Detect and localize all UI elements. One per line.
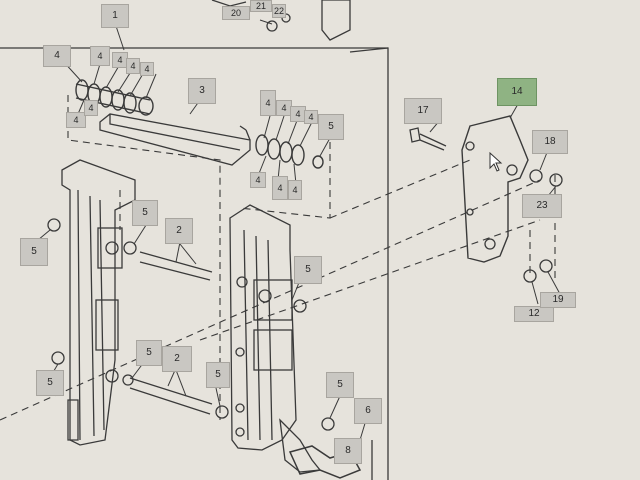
threaded-pins [129,251,213,415]
callout-part-22[interactable]: 22 [272,4,286,18]
callout-part-4[interactable]: 4 [272,176,288,200]
callout-part-5[interactable]: 5 [294,256,322,284]
callout-part-2[interactable]: 2 [162,346,192,372]
callout-part-4[interactable]: 4 [260,90,276,116]
callout-part-17[interactable]: 17 [404,98,442,124]
frame-outline [0,47,389,480]
callout-part-5[interactable]: 5 [132,200,158,226]
callout-part-4[interactable]: 4 [250,172,266,188]
callout-part-19[interactable]: 19 [540,292,576,308]
callout-part-5[interactable]: 5 [36,370,64,396]
callout-part-2[interactable]: 2 [165,218,193,244]
top-bracket [321,0,351,41]
callout-part-8[interactable]: 8 [334,438,362,464]
mouse-pointer-icon [489,152,503,172]
assembly-dashed-lines [0,95,556,421]
callout-part-23[interactable]: 23 [522,194,562,218]
callout-part-4[interactable]: 4 [90,46,110,66]
callout-part-4[interactable]: 4 [140,62,154,76]
callout-part-3[interactable]: 3 [188,78,216,104]
callout-part-12[interactable]: 12 [514,306,554,322]
callout-leaders [37,19,561,441]
guide-bar [99,113,251,166]
callout-part-20[interactable]: 20 [222,6,250,20]
frame-bottom-line [349,47,389,53]
callout-part-14[interactable]: 14 [497,78,537,106]
spring-stack-right [255,134,324,169]
callout-part-5[interactable]: 5 [20,238,48,266]
callout-part-6[interactable]: 6 [354,398,382,424]
callout-part-5[interactable]: 5 [206,362,230,388]
bottom-clip [288,445,362,479]
callout-part-5[interactable]: 5 [136,340,162,366]
callout-part-4[interactable]: 4 [288,180,302,200]
callout-part-1[interactable]: 1 [101,4,129,28]
mounting-bracket [461,115,529,263]
callout-part-4[interactable]: 4 [126,58,140,74]
right-rail [229,204,322,473]
callout-part-5[interactable]: 5 [326,372,354,398]
callout-part-4[interactable]: 4 [304,110,318,124]
left-rail [61,159,136,446]
bolt [409,127,447,151]
callout-part-5[interactable]: 5 [318,114,344,140]
callout-part-4[interactable]: 4 [84,100,98,116]
callout-part-21[interactable]: 21 [250,0,272,12]
callout-part-4[interactable]: 4 [66,112,86,128]
hex-nuts [47,13,563,431]
callout-part-18[interactable]: 18 [532,130,568,154]
callout-part-4[interactable]: 4 [43,45,71,67]
